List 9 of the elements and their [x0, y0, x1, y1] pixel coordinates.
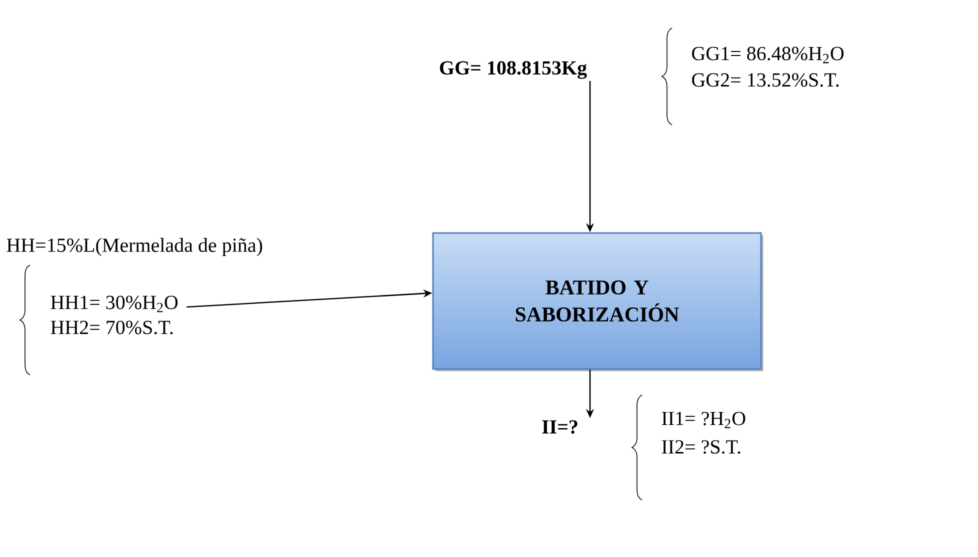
stream-note: HH=15%L(Mermelada de piña)	[6, 238, 262, 256]
stream-composition: HH1= 30%H$_{2}$O HH2= 70%S.T.	[50, 296, 178, 334]
stream-label: II=?	[542, 420, 578, 434]
process-box: BATIDO Y SABORIZACIÓN	[432, 232, 764, 372]
stream-note: II2= ?S.T.	[662, 440, 740, 454]
stream-note: II1= ?H$_{2}$O	[662, 412, 746, 428]
stream-label: GG= 108.8153Kg	[440, 61, 587, 79]
stream-note: GG2= 13.52%S.T.	[692, 73, 839, 87]
stream-note: GG1= 86.48%H$_{2}$O	[692, 46, 844, 64]
